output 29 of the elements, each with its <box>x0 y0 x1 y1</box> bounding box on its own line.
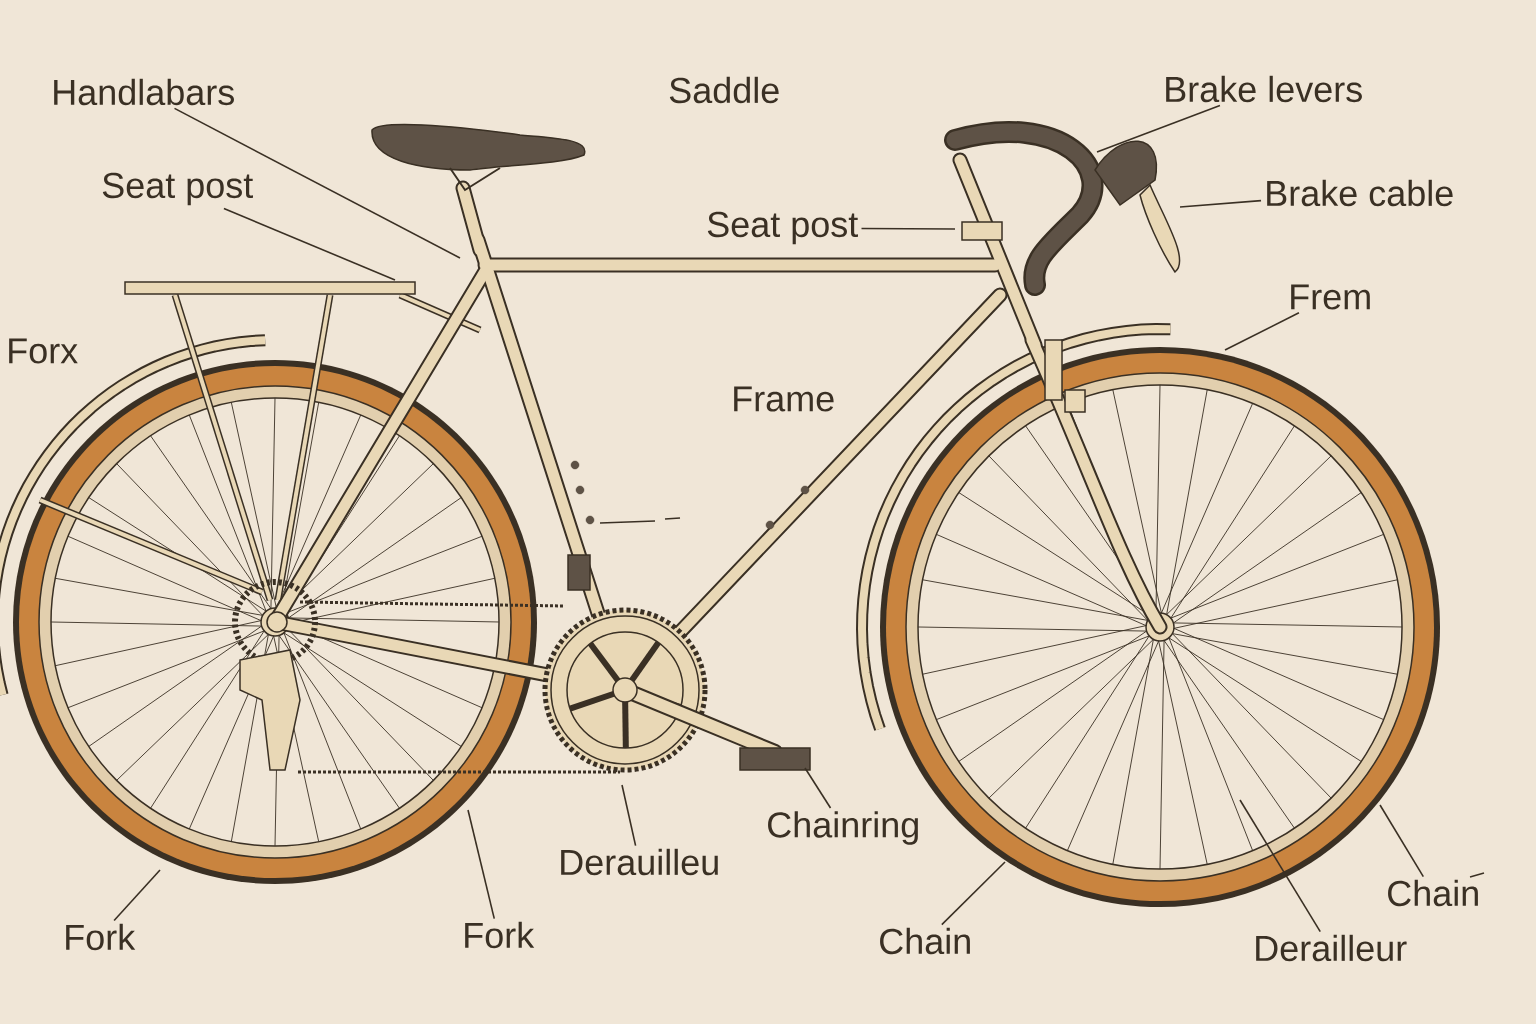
part-label: Brake cable <box>1267 179 1453 207</box>
part-label: Brake levers <box>1166 75 1362 103</box>
part-label: Chainring <box>768 811 918 845</box>
part-label: Frame <box>734 386 834 412</box>
part-label: Derauilleu <box>561 848 718 876</box>
leader-line <box>1179 199 1262 208</box>
part-label: Derailleur <box>1256 934 1407 962</box>
leader-line <box>1224 311 1300 351</box>
part-label: Chain <box>1388 879 1478 907</box>
leader-line <box>223 207 396 281</box>
leader-line <box>860 227 956 230</box>
leader-line <box>621 784 637 847</box>
leader-line <box>173 107 461 259</box>
leader-line <box>1379 804 1425 878</box>
part-label: Frem <box>1291 284 1370 310</box>
leader-line <box>467 809 496 920</box>
part-label: Seat post <box>707 211 858 245</box>
leader-line <box>1239 799 1322 933</box>
leader-line <box>941 861 1006 926</box>
leader-line <box>113 869 161 922</box>
part-label: Handlabars <box>54 78 234 106</box>
leader-line <box>1096 104 1221 153</box>
leader-line <box>804 767 832 809</box>
part-label: Seat post <box>102 172 253 206</box>
part-label: Chain <box>880 927 970 955</box>
part-label: Fork <box>66 923 136 951</box>
part-label: Fork <box>465 921 535 949</box>
part-label: Forx <box>9 338 78 364</box>
part-label: Saddle <box>669 76 779 104</box>
